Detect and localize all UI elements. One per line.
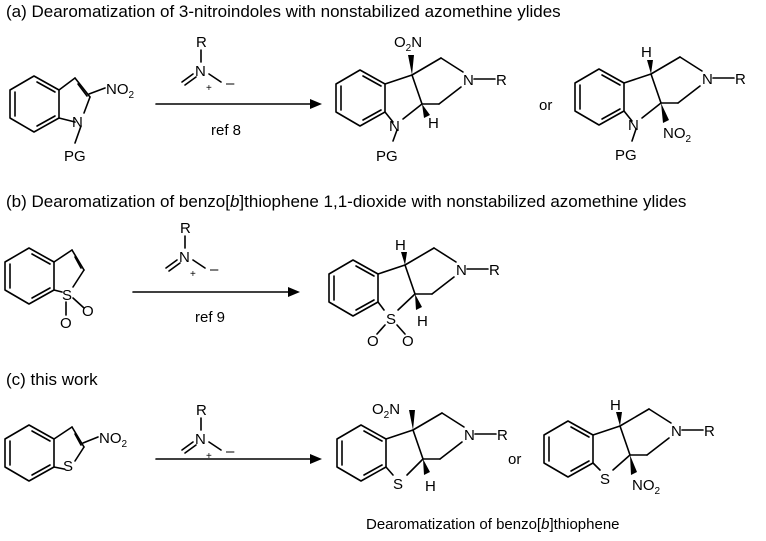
- svg-text:N: N: [671, 423, 682, 440]
- svg-text:S: S: [386, 311, 396, 328]
- svg-text:NO2: NO2: [632, 477, 661, 497]
- svg-text:N: N: [195, 63, 206, 80]
- svg-text:R: R: [196, 34, 207, 51]
- svg-text:S: S: [393, 476, 403, 493]
- product-c2-structure: [543, 408, 704, 478]
- ylide-reagent-b: [165, 235, 206, 272]
- svg-text:H: H: [395, 237, 406, 254]
- svg-text:–: –: [226, 443, 235, 460]
- svg-text:H: H: [641, 44, 652, 61]
- svg-text:NO2: NO2: [663, 125, 692, 145]
- nitroindole-structure: [9, 75, 106, 144]
- nitrobenzothiophene-structure: [4, 424, 99, 482]
- svg-text:+: +: [190, 269, 196, 280]
- svg-text:S: S: [63, 458, 73, 475]
- svg-text:N: N: [456, 262, 467, 279]
- product-c1-structure: [336, 412, 497, 482]
- heading-b: (b) Dearomatization of benzo[b]thiophene…: [6, 192, 687, 211]
- product-a1-structure: [335, 57, 496, 142]
- svg-text:+: +: [206, 451, 212, 462]
- benzothiophene-dioxide-structure: [4, 247, 85, 316]
- svg-text:PG: PG: [376, 148, 398, 165]
- svg-text:N: N: [389, 118, 400, 135]
- ylide-reagent-a: [181, 49, 222, 86]
- svg-text:R: R: [196, 402, 207, 419]
- product-b-structure: [328, 247, 489, 335]
- or-c: or: [508, 451, 521, 468]
- caption: Dearomatization of benzo[b]thiophene: [366, 516, 620, 533]
- svg-text:O2N: O2N: [372, 401, 400, 421]
- svg-text:N: N: [463, 72, 474, 89]
- svg-text:H: H: [428, 115, 439, 132]
- svg-text:O: O: [367, 333, 379, 350]
- svg-text:O: O: [82, 303, 94, 320]
- svg-text:–: –: [226, 75, 235, 92]
- svg-text:H: H: [425, 478, 436, 495]
- product-a2-structure: [574, 56, 735, 142]
- svg-text:H: H: [610, 397, 621, 414]
- heading-c: (c) this work: [6, 370, 98, 389]
- svg-text:S: S: [600, 471, 610, 488]
- nitro-label: NO2: [106, 81, 135, 101]
- svg-text:N: N: [179, 249, 190, 266]
- svg-text:–: –: [210, 261, 219, 278]
- svg-text:+: +: [206, 83, 212, 94]
- svg-text:PG: PG: [615, 147, 637, 164]
- svg-text:R: R: [496, 72, 507, 89]
- svg-text:R: R: [180, 220, 191, 237]
- svg-text:N: N: [628, 117, 639, 134]
- ref-a: ref 8: [211, 122, 241, 139]
- ref-b: ref 9: [195, 309, 225, 326]
- svg-text:R: R: [704, 423, 715, 440]
- indole-n-label: N: [72, 114, 83, 131]
- pg-label: PG: [64, 148, 86, 165]
- svg-text:R: R: [497, 427, 508, 444]
- ylide-reagent-c: [181, 417, 222, 454]
- svg-text:R: R: [489, 262, 500, 279]
- svg-text:NO2: NO2: [99, 430, 128, 450]
- heading-a: (a) Dearomatization of 3-nitroindoles wi…: [6, 2, 561, 21]
- svg-text:S: S: [62, 287, 72, 304]
- svg-text:R: R: [735, 71, 746, 88]
- o2n-label: O2N: [394, 34, 422, 54]
- or-a: or: [539, 97, 552, 114]
- svg-text:N: N: [464, 427, 475, 444]
- svg-text:N: N: [702, 71, 713, 88]
- svg-text:N: N: [195, 431, 206, 448]
- svg-text:H: H: [417, 313, 428, 330]
- svg-text:O: O: [60, 315, 72, 332]
- svg-text:O: O: [402, 333, 414, 350]
